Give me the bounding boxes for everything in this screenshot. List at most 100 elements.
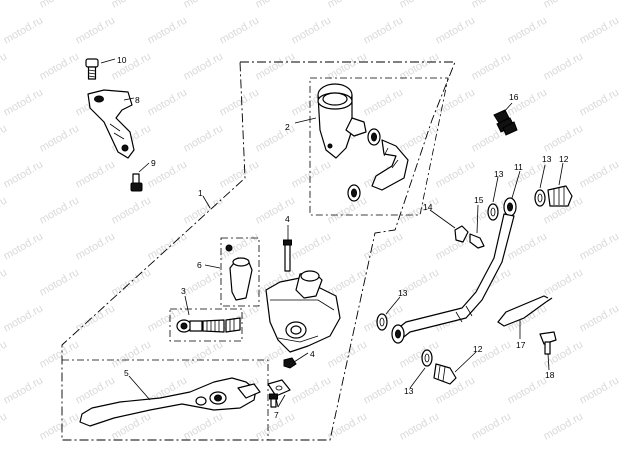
watermark-text: motod.ru	[182, 266, 226, 298]
watermark-text: motod.ru	[2, 14, 46, 46]
callout-6: 6	[197, 260, 202, 270]
watermark-text: motod.ru	[578, 374, 622, 406]
watermark-text: motod.ru	[38, 338, 82, 370]
watermark-text: motod.ru	[362, 14, 406, 46]
watermark-text: motod.ru	[0, 122, 9, 154]
watermark-text: motod.ru	[74, 302, 118, 334]
callout-4-upper: 4	[285, 214, 290, 224]
watermark-text: motod.ru	[110, 194, 154, 226]
watermark-text: motod.ru	[38, 122, 82, 154]
watermark-text: motod.ru	[398, 0, 442, 11]
callout-13-upper: 13	[542, 154, 552, 164]
watermark-text: motod.ru	[254, 122, 298, 154]
watermark-text: motod.ru	[38, 0, 82, 11]
watermark-text: motod.ru	[542, 0, 586, 11]
watermark-text: motod.ru	[398, 338, 442, 370]
watermark-text: motod.ru	[0, 266, 9, 298]
callout-4-lower: 4	[310, 349, 315, 359]
watermark-text: motod.ru	[182, 410, 226, 442]
callout-9: 9	[151, 158, 156, 168]
callout-10: 10	[117, 55, 127, 65]
watermark-text: motod.ru	[74, 158, 118, 190]
watermark-text: motod.ru	[0, 410, 9, 442]
watermark-text: motod.ru	[110, 338, 154, 370]
watermark-text: motod.ru	[326, 50, 370, 82]
watermark-text: motod.ru	[2, 158, 46, 190]
watermark-text: motod.ru	[542, 410, 586, 442]
watermark-text: motod.ru	[182, 338, 226, 370]
watermark-text: motod.ru	[2, 302, 46, 334]
callout-18: 18	[545, 370, 555, 380]
watermark-text: motod.ru	[254, 0, 298, 11]
banjo-bolt-upper	[534, 185, 573, 207]
watermark-text: motod.ru	[542, 122, 586, 154]
watermark-text: motod.ru	[0, 0, 9, 11]
callout-12-upper: 12	[559, 154, 569, 164]
callout-13-lower-b: 13	[404, 386, 414, 396]
watermark-text: motod.ru	[506, 230, 550, 262]
callout-2: 2	[285, 122, 290, 132]
watermark-text: motod.ru	[326, 0, 370, 11]
callout-1: 1	[198, 188, 203, 198]
watermark-text: motod.ru	[290, 374, 334, 406]
watermark-text: motod.ru	[326, 410, 370, 442]
bracket-part-8	[87, 89, 135, 159]
clamp-part-6	[225, 244, 253, 301]
callout-5: 5	[124, 368, 129, 378]
watermark-text: motod.ru	[578, 86, 622, 118]
watermark-text: motod.ru	[110, 0, 154, 11]
leader-lines	[100, 58, 564, 408]
watermark-text: motod.ru	[362, 374, 406, 406]
lever-part-5	[79, 377, 261, 427]
watermark-text: motod.ru	[254, 194, 298, 226]
lever-outline	[62, 359, 269, 440]
callout-17: 17	[516, 340, 526, 350]
watermark-text: motod.ru	[290, 14, 334, 46]
watermark-text: motod.ru	[74, 230, 118, 262]
watermark-text: motod.ru	[2, 230, 46, 262]
watermark-text: motod.ru	[182, 0, 226, 11]
watermark-text: motod.ru	[38, 266, 82, 298]
clip-part-16	[493, 109, 518, 136]
watermark-text: motod.ru	[0, 50, 9, 82]
reservoir-hose	[347, 128, 409, 202]
watermark-text: motod.ru	[398, 410, 442, 442]
callout-15: 15	[474, 195, 484, 205]
watermark-text: motod.ru	[578, 14, 622, 46]
watermark-text: motod.ru	[218, 86, 262, 118]
watermark-text: motod.ru	[578, 302, 622, 334]
watermark-text: motod.ru	[578, 230, 622, 262]
watermark-text: motod.ru	[290, 230, 334, 262]
callout-8: 8	[135, 95, 140, 105]
callout-13-lower-a: 13	[398, 288, 408, 298]
screw-part-18	[539, 331, 557, 355]
reservoir-part-2	[317, 83, 367, 159]
pin-part-4-upper	[283, 239, 292, 272]
watermark-text: motod.ru	[182, 194, 226, 226]
watermark-text: motod.ru	[0, 338, 9, 370]
watermark-text: motod.ru	[434, 86, 478, 118]
callout-12-lower: 12	[473, 344, 483, 354]
reservoir-outline	[309, 77, 449, 216]
watermark-text: motod.ru	[0, 194, 9, 226]
watermark-text: motod.ru	[146, 86, 190, 118]
nut-part-4-lower	[283, 357, 297, 369]
adjuster-outline	[169, 308, 243, 342]
wire-clip-part-17	[497, 295, 553, 327]
watermark-text: motod.ru	[182, 122, 226, 154]
watermark-text: motod.ru	[326, 338, 370, 370]
watermark-text: motod.ru	[470, 410, 514, 442]
watermark-text: motod.ru	[146, 14, 190, 46]
callout-14: 14	[423, 202, 433, 212]
watermark-text: motod.ru	[542, 266, 586, 298]
bolt-part-10	[85, 58, 99, 80]
watermark-text: motod.ru	[218, 158, 262, 190]
banjo-bolt-lower	[376, 313, 457, 385]
watermark-text: motod.ru	[470, 0, 514, 11]
callout-16: 16	[509, 92, 519, 102]
adjuster-part-3	[176, 317, 241, 333]
callout-labels: 10 8 9 1 2 4 6 3 5 4 7 16 13 12 11 13 15…	[117, 55, 569, 420]
watermark-text: motod.ru	[398, 194, 442, 226]
